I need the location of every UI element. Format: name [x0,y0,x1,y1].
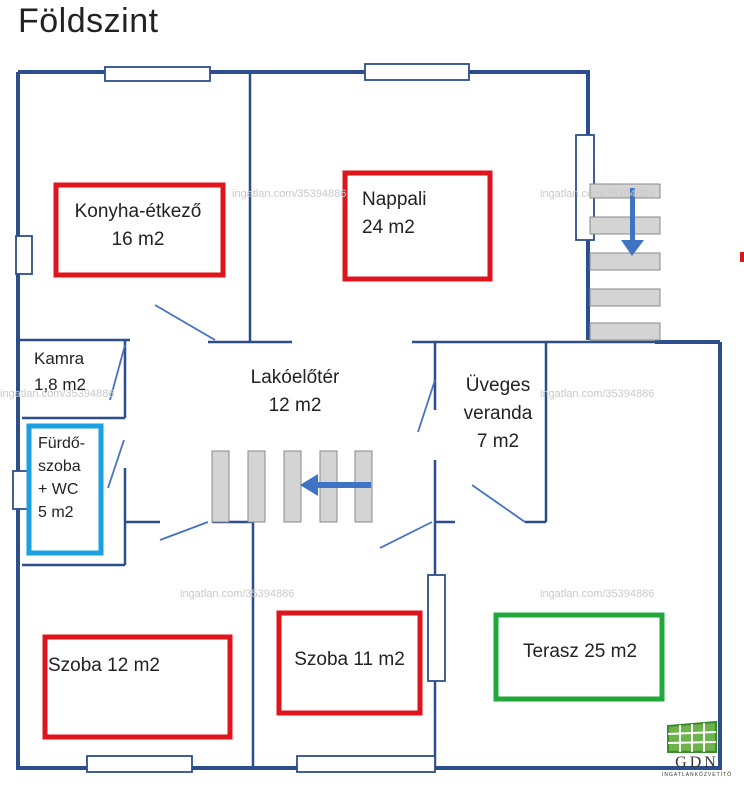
room-area: 5 m2 [38,504,74,521]
room-name-line3: + WC [38,481,79,498]
room-area: 24 m2 [362,217,415,238]
room-label-terasz: Terasz 25 m2 [498,638,662,666]
room-name: Nappali [362,189,427,210]
room-name: Konyha-étkező [74,201,202,222]
room-label-szoba1: Szoba 12 m2 [48,652,183,680]
room-box-szoba1 [42,634,233,740]
room-box-terasz [493,612,665,702]
stair-arrow-down [621,188,644,256]
room-area: 7 m2 [476,431,520,452]
room-name: Szoba 11 m2 [294,649,405,670]
logo-subtitle: INGATLANKÖZVETÍTŐ [662,772,732,778]
room-name-line1: Üveges [465,375,531,396]
page-title: Földszint [18,2,159,40]
room-label-furdo: Fürdő- szoba + WC 5 m2 [34,432,102,524]
watermark: ingatlan.com/35394886 [540,388,655,400]
room-label-nappali: Nappali 24 m2 [352,186,462,242]
room-label-szoba2: Szoba 11 m2 [282,646,417,674]
room-box-furdo [26,423,104,556]
room-area: 1,8 m2 [34,375,86,394]
room-name: Lakóelőtér [250,367,340,388]
watermark: ingatlan.com/35394886 [540,588,655,600]
room-label-lakoeloter: Lakóelőtér 12 m2 [225,364,365,420]
room-box-konyha [53,182,226,278]
door-swings [107,304,526,549]
room-area: 16 m2 [111,229,165,250]
watermark: ingatlan.com/35394886 [540,188,655,200]
room-name: Kamra [34,349,85,368]
room-label-veranda: Üveges veranda 7 m2 [448,372,548,456]
room-name-line2: veranda [463,403,533,424]
watermark: ingatlan.com/35394886 [232,188,347,200]
logo-text: GDN [675,754,719,771]
staircase-right [589,183,661,341]
watermark: ingatlan.com/35394886 [180,588,295,600]
gdn-logo-icon [667,720,717,753]
room-box-nappali [342,170,493,282]
room-area: 12 m2 [268,395,322,416]
room-label-kamra: Kamra 1,8 m2 [26,346,114,398]
watermark: ingatlan.com/35394886 [0,388,115,400]
stair-arrow-left [300,474,371,496]
windows [12,63,595,773]
room-label-konyha: Konyha-étkező 16 m2 [58,198,218,254]
edge-mark [740,252,744,262]
room-name-line2: szoba [38,458,81,475]
room-name: Szoba 12 m2 [48,655,160,676]
room-name: Terasz 25 m2 [522,641,638,662]
room-name-line1: Fürdő- [38,435,86,452]
room-box-szoba2 [276,610,423,716]
